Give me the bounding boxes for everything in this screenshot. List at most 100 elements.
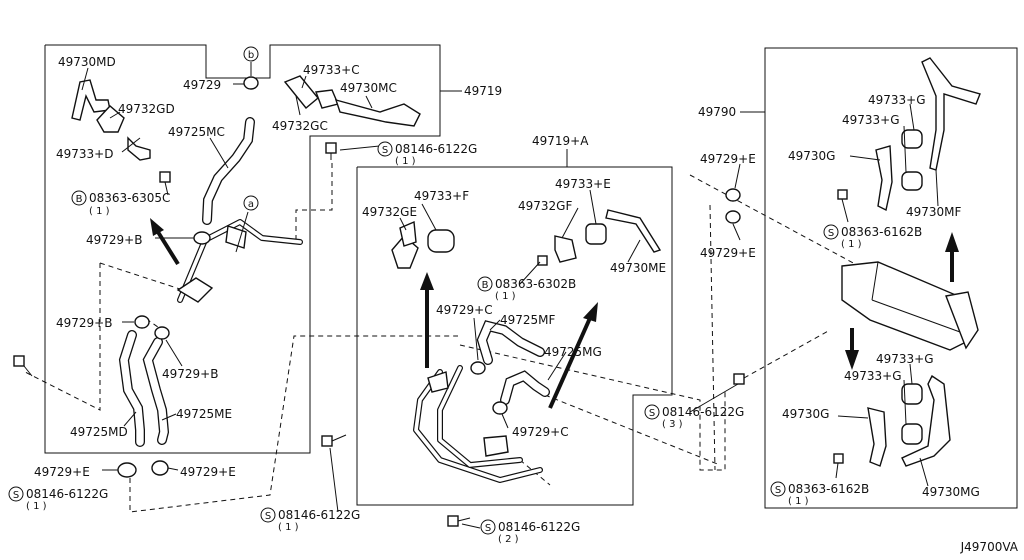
clamp-49729e-3: [725, 188, 741, 202]
right-assembly: [725, 57, 981, 467]
label-49730me: 49730ME: [610, 261, 666, 275]
left-assembly: [13, 79, 303, 478]
label-49729b-3: 49729+B: [162, 367, 218, 381]
symbol-s-3: S: [265, 511, 271, 522]
clamp-49732gd: [96, 105, 125, 133]
label-08363-6162b-2-qty: ( 1 ): [788, 496, 809, 507]
grommet-49733g-2: [901, 171, 923, 191]
grommet-49733g-1: [901, 129, 923, 149]
label-49730mc: 49730MC: [340, 81, 397, 95]
grommet-49733g-4: [901, 423, 923, 445]
label-49732gd: 49732GD: [118, 102, 175, 116]
symbol-b-2: B: [482, 280, 489, 291]
bolt-08146-6122g-top: [325, 142, 337, 160]
symbol-s-6: S: [828, 228, 834, 239]
clamp-49729b-3: [154, 326, 170, 340]
label-49729b-2: 49729+B: [56, 316, 112, 330]
label-08146-6122g-r-qty: ( 3 ): [662, 419, 683, 430]
label-08363-6305c: 08363-6305C: [89, 191, 170, 205]
label-49730md: 49730MD: [58, 55, 116, 69]
clamp-49729c-1: [470, 361, 486, 375]
bracket-49730mc: [334, 98, 421, 127]
top-assembly: [243, 75, 421, 160]
label-49732gf: 49732GF: [518, 199, 572, 213]
label-49733g-1: 49733+G: [868, 93, 926, 107]
label-49719a: 49719+A: [532, 134, 589, 148]
bolt-08363-6162b-1: [837, 189, 848, 200]
clamp-49729e-1: [117, 462, 137, 478]
label-49733d: 49733+D: [56, 147, 113, 161]
label-49725mf: 49725MF: [500, 313, 556, 327]
bracket-49730me: [605, 209, 662, 253]
label-49719: 49719: [464, 84, 502, 98]
clamp-49733c: [283, 75, 319, 109]
label-49733f: 49733+F: [414, 189, 469, 203]
label-49733g-2: 49733+G: [842, 113, 900, 127]
label-49730mf: 49730MF: [906, 205, 962, 219]
symbol-s-2: S: [13, 490, 19, 501]
label-49729c-1: 49729+C: [436, 303, 493, 317]
label-08146-6122g-top: 08146-6122G: [395, 142, 477, 156]
label-49725md: 49725MD: [70, 425, 128, 439]
label-08363-6162b-2: 08363-6162B: [788, 482, 869, 496]
grommet-49733e: [585, 223, 607, 245]
label-08363-6302b-qty: ( 1 ): [495, 291, 516, 302]
label-08146-6122g-bl-qty: ( 1 ): [26, 501, 47, 512]
middle-assembly: [321, 209, 662, 527]
label-08146-6122g-bm: 08146-6122G: [278, 508, 360, 522]
leader-lines: [81, 62, 939, 529]
grommet-49733f: [427, 229, 455, 253]
label-08146-6122g-bl: 08146-6122G: [26, 487, 108, 501]
dashed-routes: [24, 163, 858, 513]
label-49790: 49790: [698, 105, 736, 119]
label-49730g-2: 49730G: [782, 407, 829, 421]
clamp-49732gf: [554, 235, 577, 263]
clamp-49729b-1: [193, 231, 211, 245]
label-08146-6122g-r: 08146-6122G: [662, 405, 744, 419]
label-49729-top: 49729: [183, 78, 221, 92]
label-49725mc: 49725MC: [168, 125, 225, 139]
label-49732ge: 49732GE: [362, 205, 417, 219]
label-49729e-1: 49729+E: [34, 465, 90, 479]
label-49729e-2: 49729+E: [180, 465, 236, 479]
clamp-49729-top: [243, 76, 259, 90]
label-49733e: 49733+E: [555, 177, 611, 191]
clamp-49729c-2: [492, 401, 508, 415]
label-08363-6162b-1-qty: ( 1 ): [841, 239, 862, 250]
clamp-49729e-4: [725, 210, 741, 224]
bolt-08363-6305c: [159, 171, 171, 196]
label-49729e-4: 49729+E: [700, 246, 756, 260]
label-49729b-1: 49729+B: [86, 233, 142, 247]
label-08146-6122g-top-qty: ( 1 ): [395, 156, 416, 167]
symbol-s-4: S: [485, 523, 491, 534]
symbol-s-7: S: [775, 485, 781, 496]
diagram-id: J49700VA: [960, 540, 1019, 554]
bolt-08363-6302b: [537, 255, 548, 266]
bolt-08363-6162b-2: [833, 453, 844, 464]
bracket-49730md: [71, 79, 111, 121]
label-49725me: 49725ME: [176, 407, 232, 421]
circle-b-label: b: [248, 50, 254, 61]
label-49733c: 49733+C: [303, 63, 360, 77]
label-49733g-4: 49733+G: [844, 369, 902, 383]
label-49732gc: 49732GC: [272, 119, 328, 133]
label-49733g-3: 49733+G: [876, 352, 934, 366]
bolt-08146-6122g-right: [733, 373, 745, 385]
label-49730g-1: 49730G: [788, 149, 835, 163]
label-08146-6122g-bm-qty: ( 1 ): [278, 522, 299, 533]
bolt-08146-6122g-bot: [447, 515, 471, 527]
label-49730mg: 49730MG: [922, 485, 980, 499]
label-08146-6122g-bot: 08146-6122G: [498, 520, 580, 534]
label-08146-6122g-bot-qty: ( 2 ): [498, 534, 519, 545]
symbol-b-1: B: [76, 194, 83, 205]
bracket-49730mf: [921, 57, 981, 171]
label-08363-6302b: 08363-6302B: [495, 277, 576, 291]
symbol-circles: b a B S S S B S S S S: [8, 46, 839, 535]
symbol-s-1: S: [382, 145, 388, 156]
part-labels: 49730MD 49732GD 49733+D 49729 49725MC 49…: [26, 55, 1019, 554]
bolt-08146-6122g-mid: [321, 434, 347, 447]
label-08363-6162b-1: 08363-6162B: [841, 225, 922, 239]
label-49725mg: 49725MG: [544, 345, 602, 359]
clamp-49729b-2: [134, 315, 150, 329]
